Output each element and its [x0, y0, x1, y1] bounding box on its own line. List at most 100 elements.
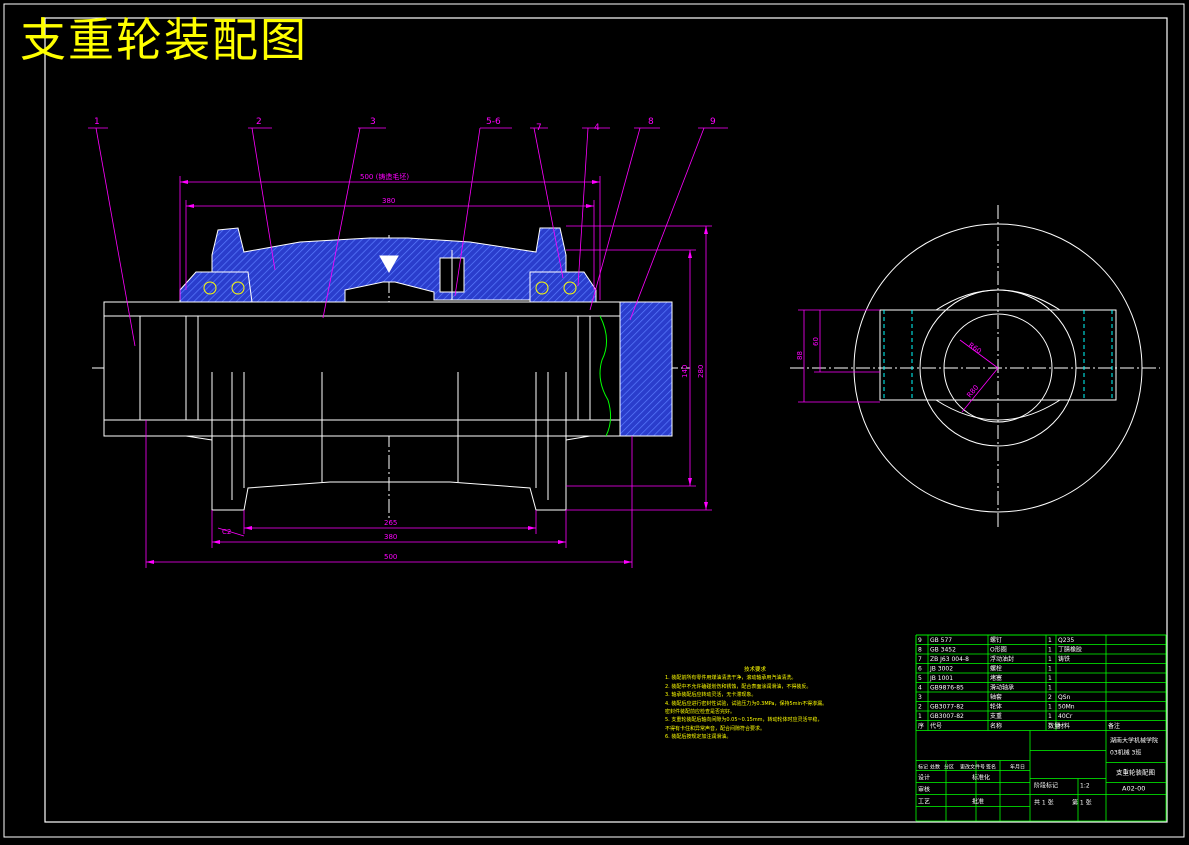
parts-cell: 5 [918, 675, 922, 682]
notes-line: 1. 装配前所有零件用煤油清洗干净，滚动轴承用汽油清洗。 [665, 675, 797, 682]
designer-row-cell: 年月日 [1010, 764, 1025, 771]
parts-cell: GB3007-82 [930, 713, 964, 720]
dim-flange-width: 380 [382, 197, 395, 205]
parts-cell: 1 [1048, 666, 1052, 673]
notes-line: 4. 装配后应进行密封性试验，试验压力为0.3MPa，保持5min不得渗漏。 [665, 700, 828, 707]
parts-header: 代号 [930, 722, 942, 730]
dim-overall-width: 500 (铸造毛坯) [360, 172, 409, 181]
parts-cell: JB 1001 [929, 675, 953, 682]
role-process: 工艺 [918, 798, 930, 806]
notes-heading: 技术要求 [743, 667, 766, 673]
parts-cell: 7 [918, 656, 922, 663]
role-standard: 标准化 [972, 774, 990, 782]
notes-line: 5. 支重轮装配后轴向间隙为0.05~0.15mm，转动轮体时应灵活平稳， [665, 717, 823, 724]
class-label: 03机械 3班 [1110, 749, 1141, 757]
right-seal-housing [529, 271, 597, 306]
parts-cell: 浮动油封 [990, 655, 1014, 663]
balloon-7: 7 [536, 123, 542, 133]
dim-bottom-overall: 500 [384, 553, 397, 561]
parts-cell: 8 [918, 647, 922, 654]
designer-row-cell: 更改文件号 [960, 764, 985, 771]
outer-frame [3, 3, 1185, 838]
title-block [915, 634, 1167, 822]
left-collar [185, 315, 199, 421]
notes-line: 2. 装配中不允许磕碰划伤和锈蚀，配合表面涂润滑油，不得装反。 [665, 683, 812, 690]
balloon-5-6: 5-6 [486, 117, 501, 127]
parts-cell: QSn [1058, 694, 1071, 701]
dim-side-height-2: 280 [697, 365, 705, 378]
parts-header: 数量 [1048, 722, 1060, 730]
wheel-lower-outline [211, 372, 567, 511]
dim-end-width-1: 88 [796, 351, 804, 360]
parts-cell: 6 [918, 666, 922, 673]
notes-line: 密封件装配前应检查是否完好。 [665, 709, 736, 716]
parts-cell: GB 3452 [930, 647, 956, 654]
parts-cell: GB 577 [930, 637, 952, 644]
designer-row-cell: 签名 [986, 764, 996, 771]
parts-cell: 1 [918, 713, 922, 720]
dim-bottom-mid: 380 [384, 533, 397, 541]
side-outer-circle [853, 223, 1143, 513]
parts-cell: GB3077-82 [930, 704, 964, 711]
sheet-number: 第 1 张 [1072, 799, 1092, 807]
stage-label: 阶段标记 [1034, 782, 1058, 790]
school-name: 湖南大学机械学院 [1110, 737, 1158, 745]
designer-row-cell: 处数 [930, 764, 940, 771]
dim-radius-1: R60 [967, 341, 983, 355]
parts-cell: 铸铁 [1058, 655, 1070, 663]
parts-cell: 支重 [990, 712, 1002, 720]
parts-cell: 50Mn [1058, 704, 1075, 711]
parts-header: 材料 [1058, 722, 1070, 730]
parts-cell: 轮体 [990, 703, 1002, 711]
drawing-name: 支重轮装配图 [1116, 768, 1155, 777]
side-view [790, 205, 1160, 530]
dimension-texts: 500 (铸造毛坯) 380 265 380 500 C2 140 280 [222, 172, 705, 561]
drawing-title: 支重轮装配图 [20, 13, 308, 67]
parts-cell: 堵塞 [990, 674, 1002, 682]
side-axle-block [879, 309, 1117, 401]
parts-cell: 3 [918, 694, 922, 701]
part-balloons: 1 2 3 5-6 7 4 8 9 [94, 117, 716, 133]
parts-cell: 1 [1048, 647, 1052, 654]
parts-cell: Q235 [1058, 637, 1074, 644]
sheets-total: 共 1 张 [1034, 799, 1054, 807]
fill-marker [379, 255, 399, 274]
designer-row-cell: 分区 [944, 764, 954, 771]
parts-cell: 4 [918, 685, 922, 692]
balloon-9: 9 [710, 117, 716, 127]
parts-cell: 40Cr [1058, 713, 1073, 720]
side-view-dims [798, 309, 999, 413]
dim-end-width-2: 60 [812, 337, 820, 346]
balloon-1: 1 [94, 117, 100, 127]
balloon-8: 8 [648, 117, 654, 127]
designer-row-cell: 标记 [918, 764, 928, 771]
parts-cell: 2 [1048, 694, 1052, 701]
dim-chamfer: C2 [222, 528, 231, 536]
drawing-number: A02-00 [1122, 785, 1145, 793]
notes-line: 6. 装配后按规定加注润滑油。 [665, 734, 732, 741]
parts-header: 序 [918, 722, 924, 730]
scale-value: 1:2 [1080, 783, 1090, 790]
parts-cell: 9 [918, 637, 922, 644]
dimension-arrows [146, 180, 708, 564]
role-review: 审核 [918, 786, 930, 794]
parts-cell: ZB J63 004-8 [930, 656, 969, 663]
side-inner-circle [943, 313, 1053, 423]
parts-cell: 轴套 [990, 693, 1002, 701]
right-end-section [619, 301, 673, 437]
right-collar [577, 315, 591, 421]
balloon-2: 2 [256, 117, 262, 127]
balloon-3: 3 [370, 117, 376, 127]
right-bearing-balls [535, 281, 577, 295]
inner-frame [44, 17, 1168, 823]
role-approve: 批准 [972, 798, 984, 806]
parts-cell: 1 [1048, 637, 1052, 644]
notes-line: 不得有卡住和异常声音，配合间隙符合要求。 [665, 725, 766, 732]
parts-cell: 螺钉 [990, 636, 1002, 644]
parts-cell: 螺栓 [990, 665, 1002, 673]
parts-cell: O形圈 [990, 646, 1007, 654]
dim-side-height-1: 140 [681, 365, 689, 378]
